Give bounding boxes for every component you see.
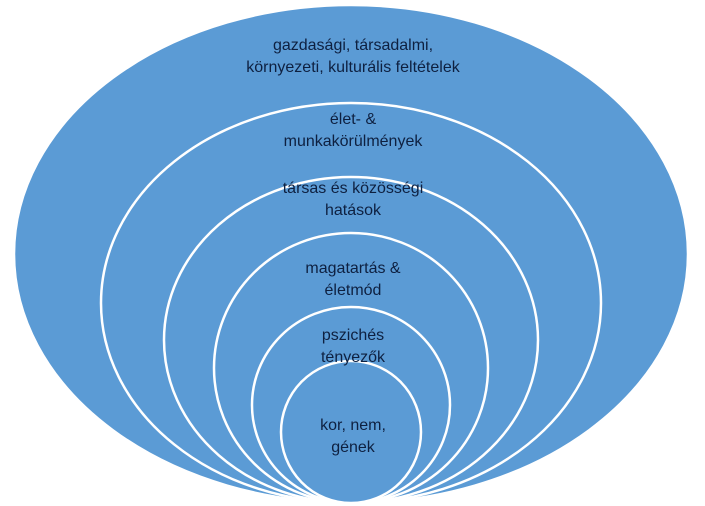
layer-outer-label-line1: gazdasági, társadalmi, [273,37,433,54]
layer-social-community-label-line2: hatások [325,202,382,219]
layer-outer-label-line2: környezeti, kulturális feltételek [246,59,460,76]
layer-psychological-label-line1: pszichés [322,327,384,344]
layer-living-working-label-line1: élet- & [330,111,377,128]
layer-behaviour-lifestyle-label-line2: életmód [325,282,382,299]
layer-living-working-label-line2: munkakörülmények [284,133,424,150]
layer-core-ellipse [279,359,423,505]
layer-core-label-line2: gének [331,439,376,456]
layer-psychological-label-line2: tényezők [321,349,386,366]
layer-social-community-label-line1: társas és közösségi [283,180,424,197]
layer-behaviour-lifestyle-label-line1: magatartás & [305,260,400,277]
layer-core-label-line1: kor, nem, [320,417,386,434]
